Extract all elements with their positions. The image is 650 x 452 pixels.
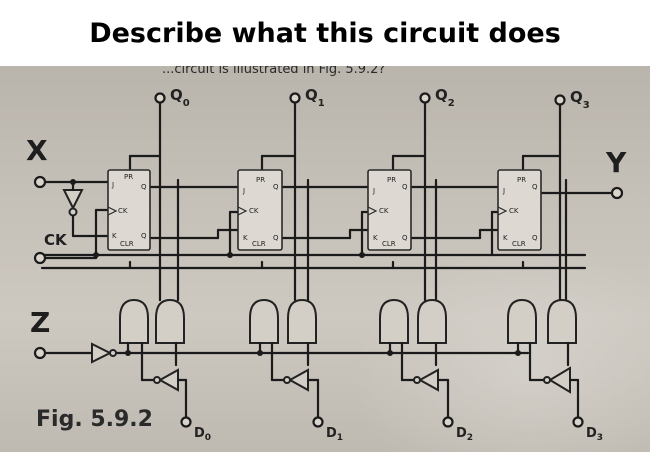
flip-flop-1: J PR CK K CLR Q Q bbox=[237, 169, 283, 251]
flip-flop-2: J PR CK K CLR Q Q bbox=[367, 169, 412, 251]
d3-label: D3 bbox=[586, 426, 603, 443]
svg-text:K: K bbox=[503, 234, 508, 242]
y-output-pin bbox=[610, 186, 624, 200]
x-input-label: X bbox=[26, 134, 48, 167]
q-output-pins bbox=[154, 92, 566, 106]
circuit-photo-background bbox=[0, 66, 650, 452]
svg-text:CK: CK bbox=[118, 207, 128, 215]
input-pins bbox=[33, 175, 624, 360]
svg-text:CK: CK bbox=[509, 207, 519, 215]
svg-text:CLR: CLR bbox=[252, 240, 266, 248]
nand-gate-pr0 bbox=[119, 298, 149, 344]
z-input-label: Z bbox=[30, 306, 50, 339]
svg-text:Q: Q bbox=[273, 183, 279, 191]
svg-text:PR: PR bbox=[387, 176, 396, 184]
svg-text:PR: PR bbox=[517, 176, 526, 184]
nand-gates bbox=[119, 298, 577, 344]
question-header: Describe what this circuit does bbox=[0, 0, 650, 66]
nand-gate-clr1 bbox=[287, 298, 317, 344]
circuit-diagram: ...circuit is illustrated in Fig. 5.9.2? bbox=[26, 66, 627, 443]
svg-text:J: J bbox=[111, 181, 114, 189]
y-output-label: Y bbox=[605, 146, 627, 179]
nand-gate-clr2 bbox=[417, 298, 447, 344]
ck-input-label: CK bbox=[44, 231, 68, 249]
svg-text:CK: CK bbox=[249, 207, 259, 215]
q3-label: Q3 bbox=[570, 88, 590, 111]
svg-text:CLR: CLR bbox=[120, 240, 134, 248]
svg-text:Q: Q bbox=[532, 234, 538, 242]
svg-text:CK: CK bbox=[379, 207, 389, 215]
question-title: Describe what this circuit does bbox=[89, 18, 561, 49]
flip-flop-0: J PR CK K CLR Q Q bbox=[107, 169, 151, 251]
svg-text:Q: Q bbox=[532, 183, 538, 191]
svg-text:PR: PR bbox=[256, 176, 265, 184]
d-inverters bbox=[140, 363, 580, 422]
nand-gate-clr3 bbox=[547, 298, 577, 344]
nand-gate-pr3 bbox=[507, 298, 537, 344]
svg-text:K: K bbox=[373, 234, 378, 242]
nand-gate-pr1 bbox=[249, 298, 279, 344]
nand-gate-pr2 bbox=[379, 298, 409, 344]
svg-text:Q: Q bbox=[141, 232, 147, 240]
q1-label: Q1 bbox=[305, 86, 325, 109]
shift-chain-wires bbox=[40, 96, 615, 355]
d0-label: D0 bbox=[194, 426, 211, 443]
figure-reference-text: ...circuit is illustrated in Fig. 5.9.2? bbox=[162, 66, 385, 77]
q0-label: Q0 bbox=[170, 86, 190, 109]
svg-text:Q: Q bbox=[141, 183, 147, 191]
figure-caption: Fig. 5.9.2 bbox=[36, 407, 153, 432]
q2-label: Q2 bbox=[435, 86, 455, 109]
svg-text:Q: Q bbox=[402, 234, 408, 242]
z-inverter bbox=[91, 342, 113, 364]
svg-text:PR: PR bbox=[124, 173, 133, 181]
d1-label: D1 bbox=[326, 426, 343, 443]
svg-text:J: J bbox=[242, 187, 245, 195]
x-input-pin bbox=[33, 175, 47, 189]
nand-gate-clr0 bbox=[155, 298, 185, 344]
svg-text:CLR: CLR bbox=[382, 240, 396, 248]
gate-input-wires bbox=[125, 298, 570, 367]
x-inverter bbox=[62, 189, 84, 211]
svg-text:J: J bbox=[502, 187, 505, 195]
svg-text:J: J bbox=[372, 187, 375, 195]
ck-input-pin bbox=[33, 251, 47, 265]
d2-label: D2 bbox=[456, 426, 473, 443]
svg-text:CLR: CLR bbox=[512, 240, 526, 248]
z-input-pin bbox=[33, 346, 47, 360]
d-input-pins bbox=[180, 416, 584, 428]
svg-text:Q: Q bbox=[273, 234, 279, 242]
svg-text:K: K bbox=[112, 232, 117, 240]
svg-text:K: K bbox=[243, 234, 248, 242]
flip-flop-3: J PR CK K CLR Q Q bbox=[497, 169, 542, 251]
svg-text:Q: Q bbox=[402, 183, 408, 191]
